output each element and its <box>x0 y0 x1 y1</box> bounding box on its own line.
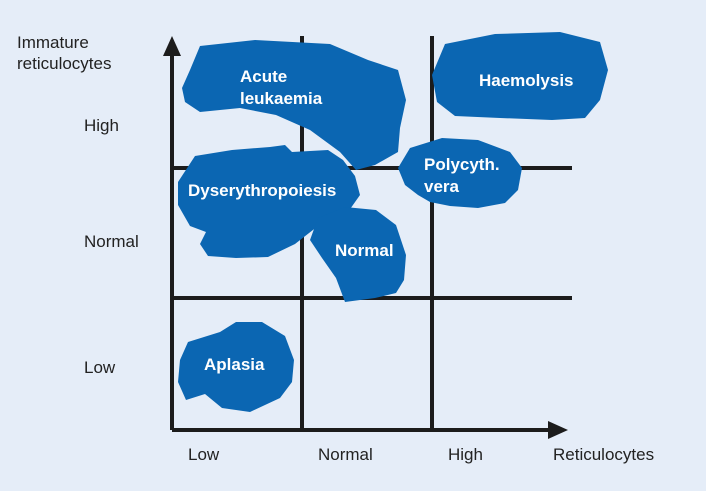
haemolysis-label: Haemolysis <box>479 71 574 90</box>
y-axis-title-line2: reticulocytes <box>17 54 112 73</box>
dyserythropoiesis-region <box>178 145 360 258</box>
x-tick-low: Low <box>188 445 220 464</box>
x-axis-title: Reticulocytes <box>553 445 655 464</box>
aplasia-label: Aplasia <box>204 355 265 374</box>
aplasia-region <box>178 322 294 412</box>
y-axis-arrow-icon <box>163 36 181 56</box>
haemolysis-region <box>432 32 608 120</box>
x-tick-normal: Normal <box>318 445 373 464</box>
normal-region <box>310 207 406 302</box>
normal-region-label: Normal <box>335 241 394 260</box>
axes <box>170 52 550 432</box>
polycythaemia-vera-label-line1: Polycyth. <box>424 155 500 174</box>
acute-leukaemia-label-line2: leukaemia <box>240 89 323 108</box>
x-axis-arrow-icon <box>548 421 568 439</box>
y-tick-normal: Normal <box>84 232 139 251</box>
dyserythropoiesis-label: Dyserythropoiesis <box>188 181 336 200</box>
y-tick-high: High <box>84 116 119 135</box>
polycythaemia-vera-label-line2: vera <box>424 177 460 196</box>
y-axis-title-line1: Immature <box>17 33 89 52</box>
acute-leukaemia-label-line1: Acute <box>240 67 287 86</box>
y-tick-low: Low <box>84 358 116 377</box>
x-tick-high: High <box>448 445 483 464</box>
polycythaemia-vera-region <box>398 138 522 208</box>
acute-leukaemia-region <box>182 40 406 170</box>
